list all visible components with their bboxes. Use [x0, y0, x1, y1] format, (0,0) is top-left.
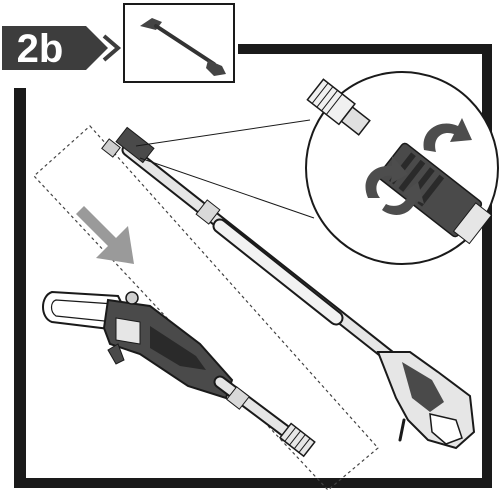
- pole-saw-thumbnail-icon: [123, 3, 235, 83]
- pole-extension-handle: [101, 126, 476, 450]
- chevron-right-icon: [102, 34, 122, 62]
- step-label: 2b: [17, 27, 64, 71]
- detail-leader-top: [135, 119, 311, 147]
- insert-direction-arrow-icon: [76, 206, 134, 264]
- pole-saw-head: [42, 290, 316, 458]
- step-badge-shape: [2, 26, 108, 70]
- selection-outline: [33, 125, 379, 491]
- detail-leader-bottom: [139, 157, 315, 219]
- twist-lock-detail: [305, 71, 499, 265]
- twist-lock-rotate-arrows-icon: [365, 118, 472, 215]
- step-badge: 2b: [2, 26, 122, 71]
